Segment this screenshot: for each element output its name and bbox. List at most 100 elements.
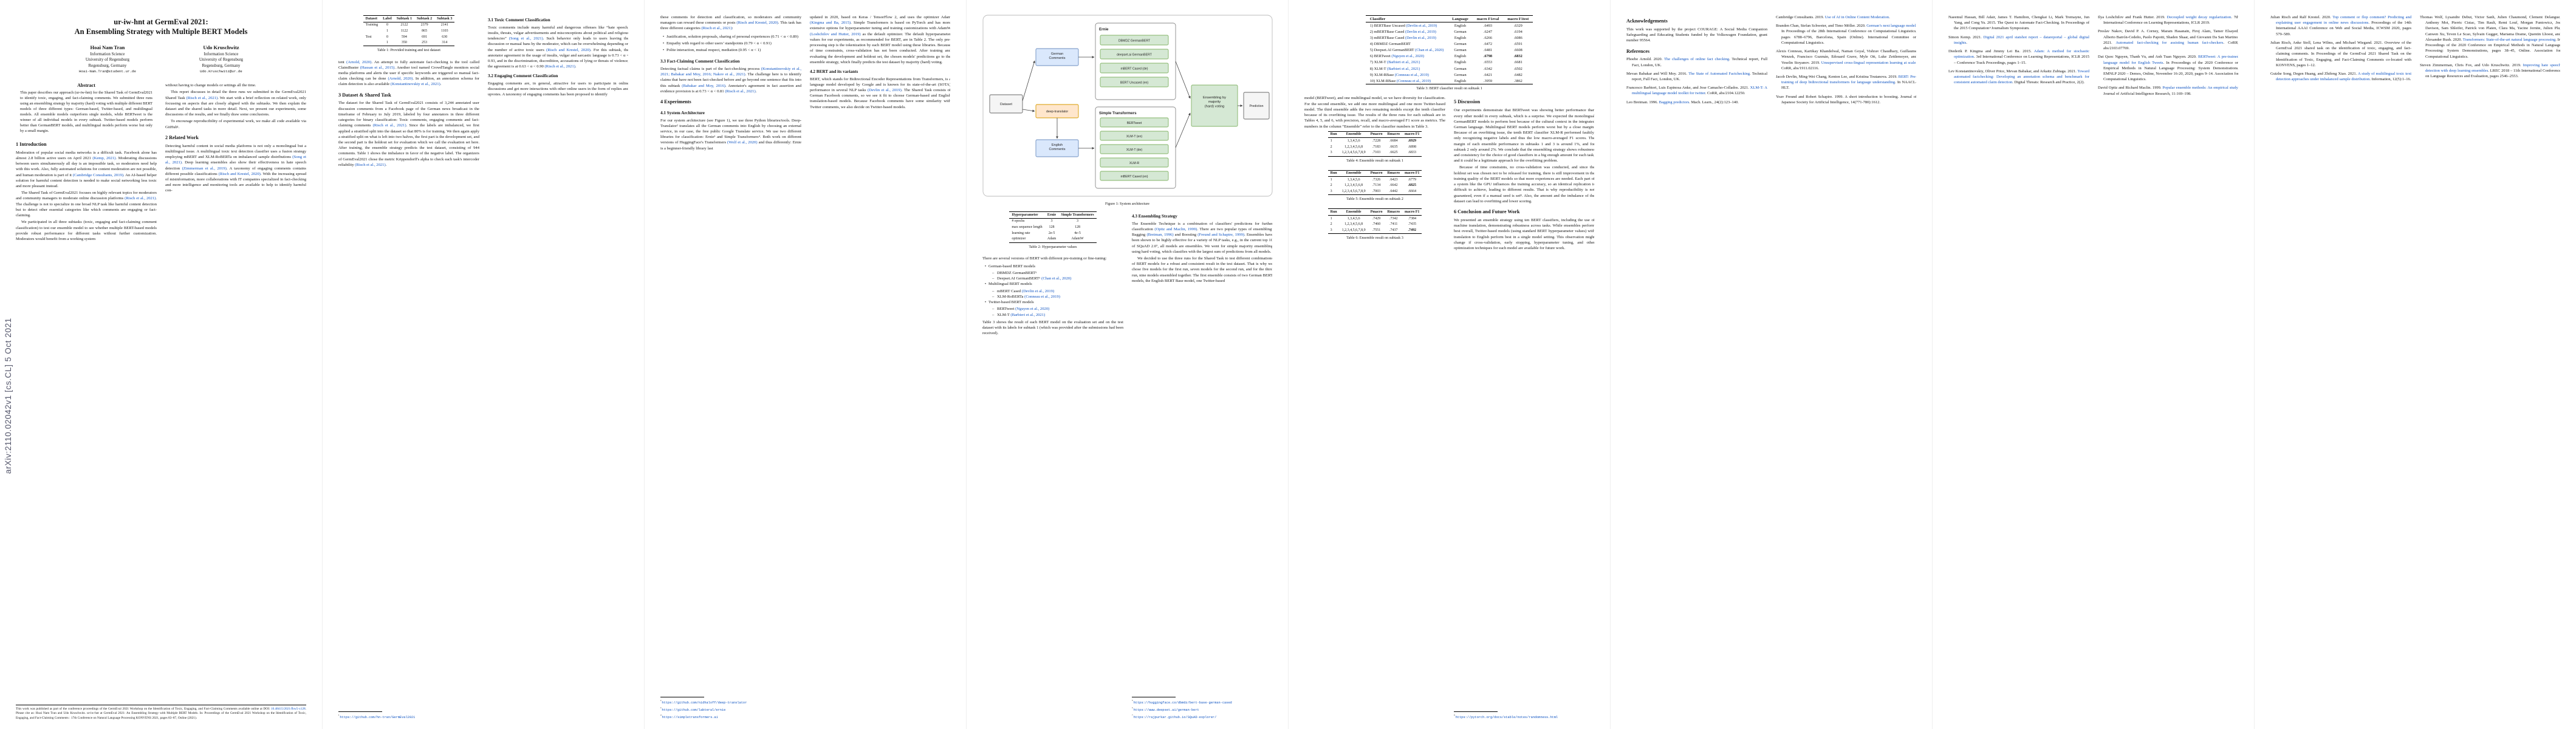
citation-link[interactable]: BERTweet: A pre-trained language model f… <box>2103 55 2238 65</box>
citation-link[interactable]: (Freund and Schapire, 1999) <box>1197 233 1245 238</box>
citation-link[interactable]: (Hassan et al., 2015) <box>360 65 395 70</box>
table-header-cell: macro F1 <box>1402 209 1422 216</box>
citation-link[interactable]: BERT: Pre-training of deep bidirectional… <box>1781 74 1916 85</box>
table-cell: 9) XLM-RBase (Conneau et al., 2019) <box>1366 72 1448 78</box>
citation-link[interactable]: Use of AI in Online Content Moderation <box>1824 15 1889 19</box>
table-cell: .7460 <box>1368 222 1385 228</box>
citation-link[interactable]: (Risch et al., 2021) <box>125 196 156 201</box>
citation-link[interactable]: (Arnold, 2020) <box>346 60 372 64</box>
citation-link[interactable]: (Kingma and Ba, 2015) <box>810 21 851 26</box>
footnote-url[interactable]: https://github.com/labteral/ernie <box>662 708 726 713</box>
citation-link[interactable]: (Risch et al., 2021) <box>355 162 386 167</box>
citation-link[interactable]: (Kemp, 2021) <box>92 156 116 160</box>
citation-link[interactable]: (Risch and Krestel, 2020) <box>546 47 591 52</box>
citation-link[interactable]: (Risch et al., 2021) <box>725 89 756 94</box>
model-category: •Multilingual BERT models <box>982 281 1123 287</box>
reference-entry: Francesco Barbieri, Luis Espinosa Anke, … <box>1626 85 1767 96</box>
citation-link[interactable]: (Conneau et al., 2019) <box>1394 72 1429 77</box>
footnote-url[interactable]: https://rajpurkar.github.io/SQuAD-explor… <box>1133 716 1217 720</box>
citation-link[interactable]: XLM-T: A multilingual language model too… <box>1632 86 1767 96</box>
citation-link[interactable]: (Nguyen et al., 2020) <box>1015 307 1050 312</box>
footnote-url[interactable]: https://simpletransformers.ai <box>662 716 718 720</box>
footnote-url[interactable]: https://pytorch.org/docs/stable/notes/ra… <box>1455 716 1558 720</box>
citation-link[interactable]: (Risch et al., 2021) <box>372 123 406 128</box>
table-cell: 2) mBERTBase Cased (Devlin et al., 2019) <box>1366 29 1448 35</box>
citation-link[interactable]: (Breiman, 1996) <box>1146 233 1174 238</box>
citation-link[interactable]: (Konstantinovskiy et al., 2021) <box>390 82 440 87</box>
citation-link[interactable]: Improving hate speech detection with dee… <box>2425 63 2560 73</box>
citation-link[interactable]: Adam: A method for stochastic optimizati… <box>1954 49 2089 60</box>
citation-link[interactable]: Automated fact-checking for assisting hu… <box>2115 40 2224 45</box>
text-run: Subtask 3 <box>437 16 453 21</box>
citation-link[interactable]: (Risch et al., 2021) <box>186 95 218 100</box>
citation-link[interactable]: German’s next language model <box>1866 24 1916 29</box>
reference-entry: Simon Kemp. 2021. Digital 2021 april sta… <box>1948 35 2089 46</box>
citation-link[interactable]: (Zimmerman et al., 2019) <box>182 166 227 171</box>
citation-link[interactable]: (Barbieri et al., 2021) <box>1010 312 1046 317</box>
text-run: .7411 <box>1389 222 1398 227</box>
citation-link[interactable]: The State of Automated Factchecking <box>1688 71 1750 76</box>
citation-link[interactable]: (Risch et al., 2021) <box>544 64 575 69</box>
footnote-url[interactable]: https://www.deepset.ai/german-bert <box>1133 708 1199 713</box>
citation-link[interactable]: Popular ensemble methods: An empirical s… <box>2162 86 2238 91</box>
citation-link[interactable]: (Song et al., 2021) <box>509 36 543 41</box>
citation-link[interactable]: (Loshchilov and Hutter, 2019) <box>810 32 861 36</box>
citation-link[interactable]: (Risch and Krestel, 2020) <box>218 171 261 176</box>
citation-link[interactable]: (Opitz and Maclin, 1999) <box>1154 227 1197 231</box>
citation-link[interactable]: (Nguyen et al., 2020) <box>1391 54 1425 59</box>
citation-link[interactable]: (Cambridge Consultants, 2019) <box>72 173 124 177</box>
citation-link[interactable]: Transformers: State-of-the-art natural l… <box>2462 37 2556 42</box>
citation-link[interactable]: (Risch et al., 2021) <box>701 26 732 31</box>
citation-link[interactable]: (Song et al., 2021) <box>165 155 306 165</box>
citation-link[interactable]: (Chan et al., 2020) <box>1415 48 1444 53</box>
footnote-url[interactable]: https://huggingface.co/dbmdz/bert-base-g… <box>1133 701 1232 705</box>
citation-link[interactable]: (Wolf et al., 2020) <box>727 140 758 145</box>
page-1: ur-iw-hnt at GermEval 2021:An Ensembling… <box>0 0 322 729</box>
citation-link[interactable]: The challenges of online fact checking <box>1664 57 1729 62</box>
text-run: 1122 <box>400 29 408 33</box>
table-cell: 2 <box>1328 222 1340 228</box>
citation-link[interactable]: Top comment or flop comment? Predicting … <box>2276 15 2411 26</box>
citation-link[interactable]: (Devlin et al., 2019) <box>1406 23 1437 28</box>
citation-link[interactable]: (Devlin et al., 2019) <box>867 88 902 93</box>
citation-link[interactable]: (Konstantinovskiy et al., 2021; Babakar … <box>660 66 801 77</box>
citation-link[interactable]: (Chan et al., 2020) <box>1041 276 1072 281</box>
citation-link[interactable]: (Risch and Krestel, 2020) <box>736 21 778 26</box>
citation-link[interactable]: (Barbieri et al., 2021) <box>1386 66 1420 71</box>
citation-link[interactable]: (Babakar and Moy, 2016) <box>682 83 725 88</box>
table-cell: AdamW <box>1058 236 1096 242</box>
citation-link[interactable]: Decoupled weight decay regularization <box>2167 15 2232 19</box>
citation-link[interactable]: (Conneau et al., 2019) <box>1396 78 1431 83</box>
citation-link[interactable]: Unsupervised cross-lingual representatio… <box>1821 60 1916 65</box>
text-run: and Boosting <box>1173 233 1198 238</box>
table-cell: .6681 <box>1503 60 1533 66</box>
table-cell: 7) XLM-T (Barbieri et al., 2021) <box>1366 60 1448 66</box>
table-caption: Table 3: BERT classifier result on subta… <box>1308 86 1591 91</box>
citation-link[interactable]: (Arnold, 2020) <box>388 77 413 81</box>
citation-link[interactable]: (Conneau et al., 2019) <box>1024 294 1060 299</box>
citation-link[interactable]: Digital 2021 april statshot report – dat… <box>1954 35 2089 45</box>
model-category: •Twitter-based BERT models <box>982 299 1123 305</box>
citation-link[interactable]: Toward automated factchecking: Developin… <box>1954 69 2089 85</box>
citation-link[interactable]: (Devlin et al., 2019) <box>1021 289 1055 293</box>
footnote-url[interactable]: https://github.com/hn-tran/GermEval2021 <box>340 716 416 720</box>
citation-link[interactable]: (Devlin et al., 2019) <box>1405 29 1436 34</box>
section-heading: 3 Dataset & Shared Task <box>338 92 479 98</box>
footnote-url[interactable]: https://github.com/nidhaloff/deep-transl… <box>662 701 747 705</box>
citation-link[interactable]: Bagging predictors <box>1659 100 1690 104</box>
table-cell: .6591 <box>1503 41 1533 47</box>
citation-link[interactable]: A study of multilingual toxic text detec… <box>2276 71 2411 82</box>
column-2: Ilya Loshchilov and Frank Hutter. 2019. … <box>2098 15 2238 720</box>
footnotes: ⁵https://huggingface.co/dbmdz/bert-base-… <box>1132 696 1272 720</box>
citation-link[interactable]: (Barbieri et al., 2021) <box>1386 60 1420 65</box>
table-row: 7) XLM-T (Barbieri et al., 2021)English.… <box>1366 60 1533 66</box>
model-item: –XLM-T (Barbieri et al., 2021) <box>992 312 1123 318</box>
table-header-cell: Ensemble <box>1340 170 1368 177</box>
citation-link[interactable]: 10.48415/2021/fhw5-x128 <box>271 707 306 711</box>
text-run: Dat Quoc Nguyen, Thanh Vu, and Anh Tuan … <box>2098 55 2198 60</box>
columns: these comments for detection and classif… <box>660 15 950 720</box>
citation-link[interactable]: (Devlin et al., 2019) <box>1405 35 1436 40</box>
